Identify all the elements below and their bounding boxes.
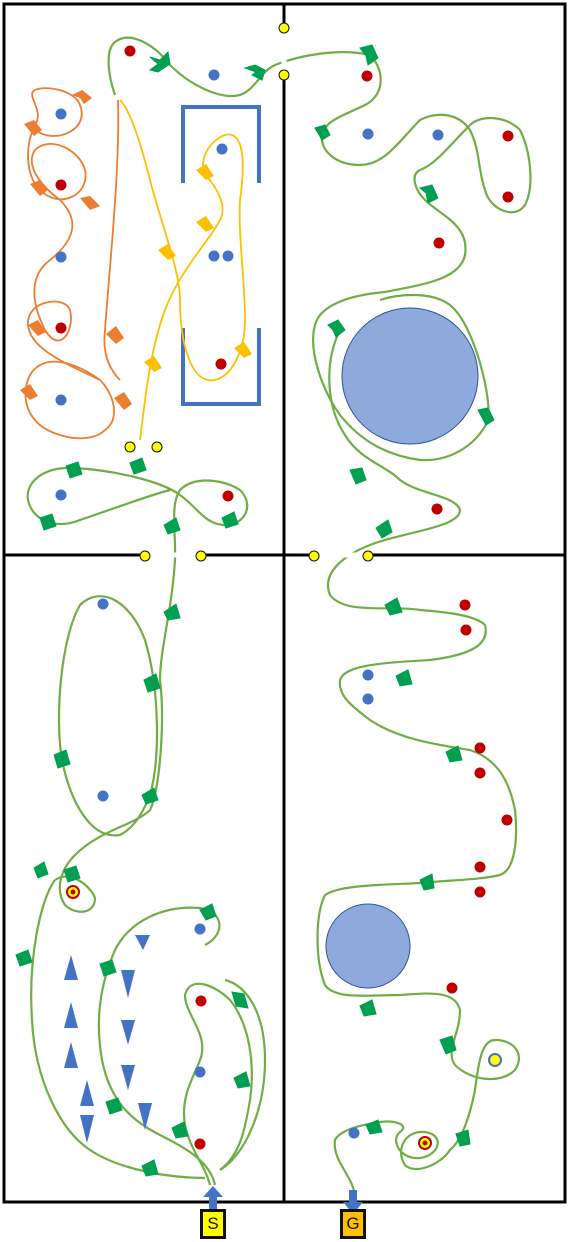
red-markers	[55, 45, 514, 1150]
gold-arrows	[144, 164, 252, 372]
start-label: S	[200, 1209, 226, 1239]
green-arrows	[15, 44, 495, 1177]
gate-markers	[124, 22, 374, 562]
start-text: S	[207, 1214, 219, 1233]
divider-gaps	[146, 28, 367, 558]
medium-circle-obstacle	[325, 903, 411, 989]
blue-markers	[55, 69, 444, 1139]
orange-path	[24, 87, 121, 440]
target-markers	[66, 885, 502, 1150]
cone-markers	[64, 935, 152, 1143]
green-path	[26, 36, 532, 1196]
gate-brackets	[181, 105, 261, 406]
start-goal-arrows	[203, 1186, 363, 1214]
field-frame	[2, 2, 567, 1204]
large-circle-obstacle	[341, 307, 479, 445]
orange-arrows	[20, 90, 132, 410]
goal-text: G	[346, 1214, 360, 1233]
goal-label: G	[340, 1209, 366, 1239]
